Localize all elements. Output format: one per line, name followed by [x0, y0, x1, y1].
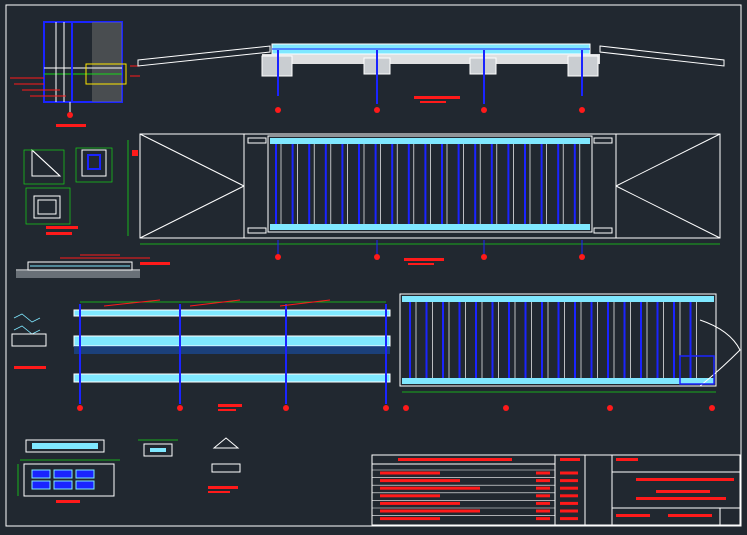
- title-block-row-name: [560, 479, 578, 483]
- underside-slats: [409, 302, 697, 378]
- title-block-row-text: [380, 509, 480, 513]
- underside-plan-view: [399, 293, 741, 411]
- title-block-row-text: [380, 501, 460, 505]
- connection-details: [17, 437, 241, 503]
- title-block-row-name: [560, 486, 578, 490]
- plan-deck-slats: [275, 144, 581, 224]
- title-block-row-value: [536, 486, 550, 490]
- detail-section-top-left: [10, 21, 140, 127]
- title-block-row-value: [536, 479, 550, 483]
- longitudinal-section-view: [11, 299, 391, 411]
- title-block-row-text: [380, 517, 440, 521]
- title-block-row-name: [560, 517, 578, 521]
- title-block-row-name: [560, 494, 578, 498]
- title-block-row-value: [536, 501, 550, 505]
- bridge-elevation-view: [137, 43, 725, 113]
- title-block-row-name: [560, 501, 578, 505]
- title-block-row-value: [536, 494, 550, 498]
- section-details-left: [16, 147, 170, 278]
- sheet-border: [5, 4, 742, 527]
- title-block-rows: [372, 469, 578, 521]
- title-block-row-value: [536, 517, 550, 521]
- title-block-row-value: [536, 509, 550, 513]
- title-block-row-text: [380, 486, 480, 490]
- title-block-row-text: [380, 494, 440, 498]
- title-block-row-name: [560, 471, 578, 475]
- title-block-row-value: [536, 471, 550, 475]
- title-block-row-text: [380, 479, 460, 483]
- title-block: [371, 454, 741, 526]
- title-block-row-text: [380, 471, 440, 475]
- bridge-plan-view: [127, 133, 721, 265]
- title-block-row-name: [560, 509, 578, 513]
